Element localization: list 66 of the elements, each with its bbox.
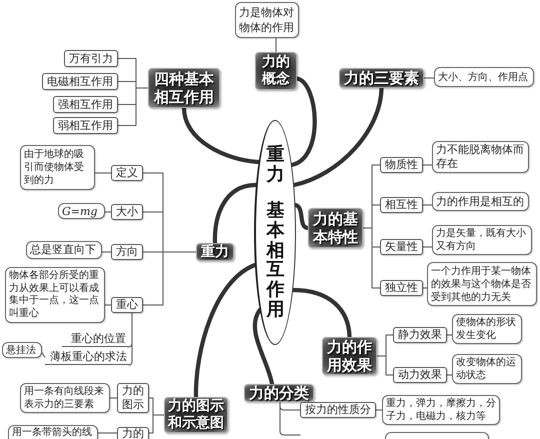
subtopic-box: 定义 (111, 165, 143, 181)
callout-bubble: 力是物体对物体的作用 (235, 2, 299, 38)
callout-line (98, 432, 118, 434)
main-topic-box: 四种基本相互作用 (148, 68, 220, 108)
branch-line (290, 288, 352, 340)
subtopic-box: 强相互作用 (53, 96, 118, 113)
callout-bubble: 使物体的形状发生变化 (452, 314, 522, 344)
callout-bubble: 一个力作用于某一物体的效果与这个物体是否受到其他的力无关 (427, 262, 537, 306)
subtopic-box: 静力效果 (393, 327, 447, 343)
callout-bubble: 力的作用是相互的 (432, 192, 529, 211)
callout-bubble: 总是竖直向下 (26, 241, 102, 259)
main-topic-box: 力的图示和示意图 (164, 397, 228, 433)
subtopic-box: 力的 (117, 427, 149, 439)
subtopic-label: 重心的位置 (62, 331, 128, 347)
subtopic-box: 相互性 (380, 197, 423, 213)
callout-bubble: 大小、方向、作用点 (434, 67, 534, 87)
subtopic-box: 电磁相互作用 (42, 73, 118, 90)
callout-line (446, 334, 452, 336)
connector-line (148, 414, 164, 434)
main-topic-box: 重力 (196, 243, 234, 261)
main-topic-box: 力的作用效果 (322, 337, 377, 375)
callout-bubble: 物体各部分所受的重力从效果上可以看成集中于一点，这一点叫重心 (5, 267, 105, 323)
subtopic-box: 矢量性 (380, 239, 423, 255)
callout-bubble: G=mg (58, 203, 105, 219)
callout-bubble: 用一条有向线段来表示力的三要素 (20, 383, 110, 413)
callout-bubble: 重力，弹力，摩擦力，分子力，电磁力，核力等 (382, 395, 500, 425)
connector-line (128, 312, 132, 366)
subtopic-box: 物质性 (380, 157, 423, 173)
subtopic-label: 薄板重心的求法 (45, 349, 129, 365)
callout-bubble: 悬挂法 (2, 342, 42, 358)
subtopic-box: 独立性 (380, 280, 423, 296)
branch-line (252, 308, 274, 386)
connector-line (118, 88, 148, 126)
branch-line (182, 106, 261, 164)
callout-line (446, 374, 452, 376)
main-topic-box: 力的概念 (255, 52, 297, 90)
callout-line (422, 246, 432, 248)
callout-line (422, 204, 432, 206)
callout-line (42, 352, 46, 358)
branch-line (290, 76, 317, 168)
callout-line (422, 164, 432, 166)
subtopic-box: 重心 (111, 297, 143, 313)
callout-bubble: 改变物体的运动状态 (452, 354, 522, 384)
callout-line (104, 304, 112, 306)
connector-line (280, 402, 300, 436)
vertical-title: 基本相互作用 (266, 200, 284, 320)
subtopic-box: 动力效果 (393, 367, 447, 383)
subtopic-box: 力的图示 (117, 383, 149, 413)
main-topic-box: 力的三要素 (339, 68, 424, 88)
subtopic-box: 方向 (111, 244, 143, 260)
subtopic-box: 弱相互作用 (53, 117, 118, 134)
callout-bubble: 力是矢量，既有大小又有方向 (432, 225, 532, 255)
connector-line (376, 356, 394, 376)
callout-bubble: 用一条带箭头的线 (8, 425, 98, 439)
subtopic-box: 大小 (111, 204, 143, 220)
vertical-title: 重力 (266, 145, 284, 185)
callout-bubble (385, 432, 489, 439)
main-topic-box: 力的分类 (244, 384, 314, 402)
connector-line (142, 252, 196, 306)
subtopic-box: 按力的性质分 (300, 402, 376, 418)
callout-bubble: 力不能脱离物体而存在 (432, 141, 529, 173)
subtopic-box: 万有引力 (64, 50, 118, 67)
connector-line (362, 228, 380, 288)
callout-line (94, 172, 112, 174)
main-topic-box: 力的基本特性 (308, 208, 363, 248)
callout-bubble: 由于地球的吸引而使物体受到的力 (20, 145, 95, 190)
